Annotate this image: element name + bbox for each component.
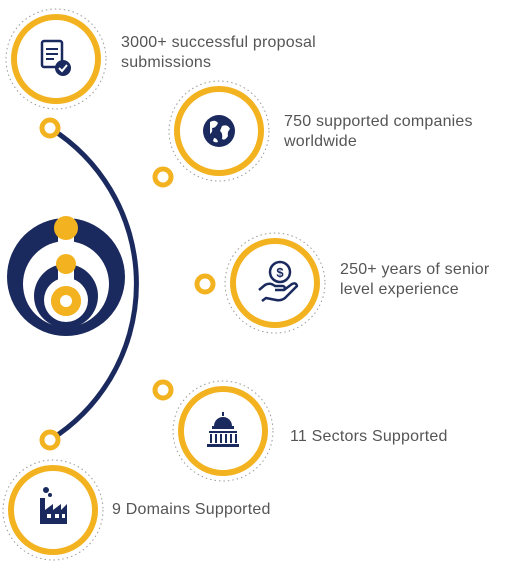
capitol-building-icon: [207, 412, 239, 447]
stat-badge: [2, 459, 104, 561]
arc-node: [39, 429, 61, 451]
arc-node: [39, 117, 61, 139]
arc-node: [152, 166, 174, 188]
factory-icon: [40, 487, 67, 524]
document-check-icon: [40, 39, 71, 76]
stat-badge: [172, 380, 274, 482]
globe-icon: [203, 115, 235, 147]
stat-label-proposals: 3000+ successful proposal submissions: [121, 34, 316, 71]
timeline-arc: [48, 125, 139, 443]
stat-badge: [5, 8, 107, 110]
stat-label-sectors: 11 Sectors Supported: [290, 428, 448, 445]
stat-badge: [168, 80, 270, 182]
arc-node: [194, 273, 216, 295]
stat-label-companies: 750 supported companies worldwide: [284, 113, 473, 150]
hand-dollar-icon: $: [258, 260, 299, 302]
svg-text:$: $: [276, 265, 284, 280]
arc-node: [152, 379, 174, 401]
stat-label-experience: 250+ years of senior level experience: [340, 261, 490, 298]
stat-badge: $: [224, 232, 326, 334]
company-logo-icon: [7, 210, 125, 336]
stat-label-domains: 9 Domains Supported: [112, 501, 271, 518]
